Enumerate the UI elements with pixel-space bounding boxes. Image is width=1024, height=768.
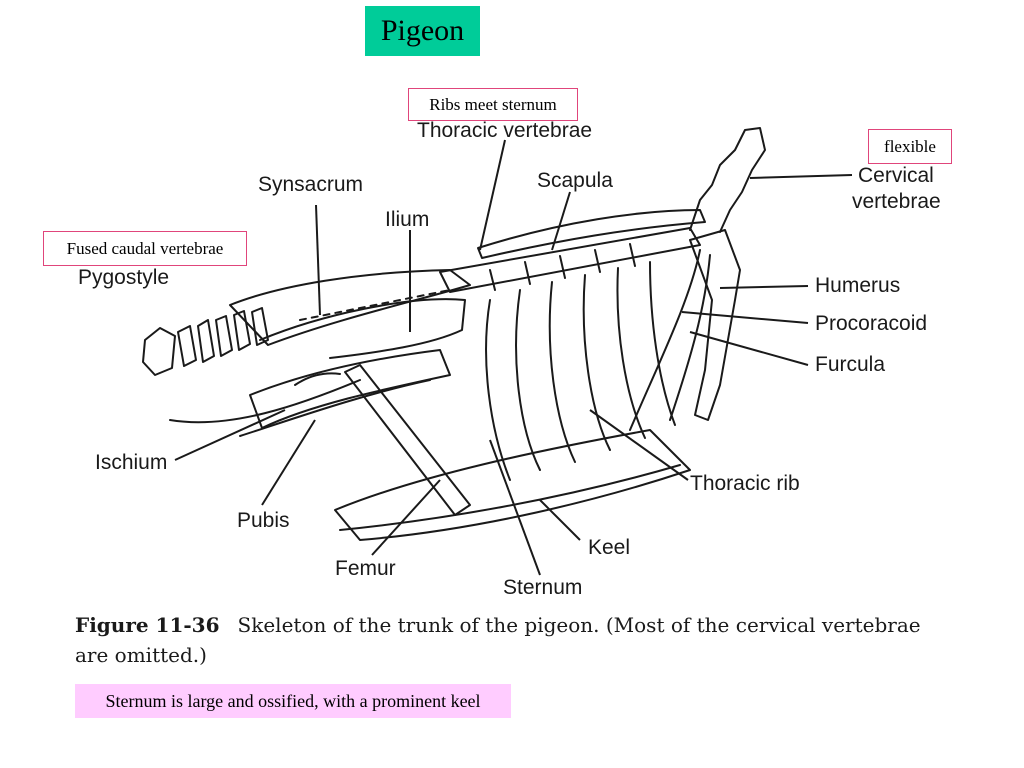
furcula-bone <box>669 254 711 421</box>
slide-title: Pigeon <box>365 6 480 56</box>
callout-fused-caudal-vertebrae: Fused caudal vertebrae <box>43 231 247 266</box>
label-cervical: Cervical <box>858 164 934 187</box>
label-femur: Femur <box>335 557 396 580</box>
callout-flexible: flexible <box>868 129 952 164</box>
label-ilium: Ilium <box>385 208 430 231</box>
sternum-note: Sternum is large and ossified, with a pr… <box>75 684 511 718</box>
label-scapula: Scapula <box>537 169 613 192</box>
cervical-vertebrae-bones <box>689 127 766 233</box>
label-sternum: Sternum <box>503 576 583 599</box>
figure-number: Figure 11-36 <box>75 613 220 637</box>
thoracic-vertebrae-bones <box>439 227 701 293</box>
label-procoracoid: Procoracoid <box>815 312 928 335</box>
figure-caption-text: Skeleton of the trunk of the pigeon. (Mo… <box>75 613 921 667</box>
label-ischium: Ischium <box>95 451 168 474</box>
callout-ribs-meet-sternum: Ribs meet sternum <box>408 88 578 121</box>
label-keel: Keel <box>588 536 631 559</box>
label-pygostyle: Pygostyle <box>78 266 170 289</box>
procoracoid-bone <box>629 249 701 431</box>
leader-lines <box>174 139 853 576</box>
label-vertebrae: vertebrae <box>852 190 941 213</box>
thoracic-ribs <box>485 261 676 481</box>
label-thoracic-rib: Thoracic rib <box>690 472 800 495</box>
pygostyle-bones <box>142 307 269 376</box>
ischium-pubis <box>169 349 451 437</box>
label-thoracic-vertebrae: Thoracic vertebrae <box>417 119 593 142</box>
sternum-keel <box>334 429 691 541</box>
label-pubis: Pubis <box>237 509 290 532</box>
femur-bone <box>344 364 471 516</box>
label-humerus: Humerus <box>815 274 901 297</box>
humerus-bone <box>689 229 741 421</box>
label-synsacrum: Synsacrum <box>258 173 364 196</box>
label-furcula: Furcula <box>815 353 886 376</box>
synsacrum-ilium <box>229 269 471 359</box>
